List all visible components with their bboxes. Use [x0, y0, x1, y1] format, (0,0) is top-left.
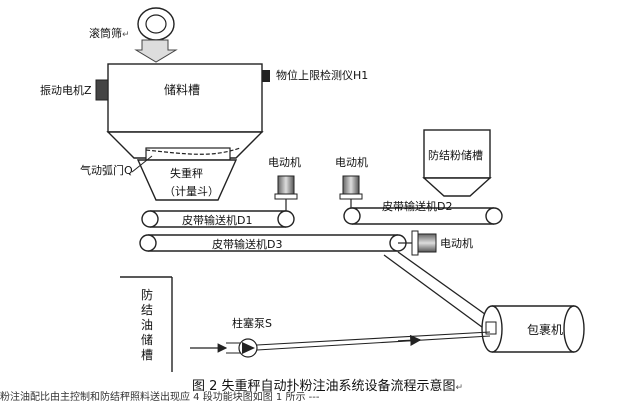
belt-conveyor-d2 — [343, 207, 503, 225]
belt-conveyor-d1 — [141, 210, 295, 228]
storage-tank — [95, 63, 270, 159]
wrapping-machine-label: 包裹机 — [527, 323, 564, 337]
pneumatic-gate-label: 气动弧门Q — [80, 164, 133, 177]
figure-caption: 图 2 失重秤自动扑粉注油系统设备流程示意图↵ — [192, 379, 464, 394]
drum-screen — [134, 7, 178, 63]
loss-in-weight-scale — [131, 147, 241, 201]
level-detector-label: 物位上限检测仪H1 — [276, 69, 369, 82]
oil-tank-label: 防结油储槽 — [140, 288, 153, 362]
plunger-pump-label: 柱塞泵S — [232, 317, 272, 330]
scale-label: 失重秤 — [170, 167, 203, 180]
footer-text-fragment: 粉注油配比由主控制和防结秤照料送出现应 4 段功能块图如图 1 所示 --- — [0, 392, 320, 403]
drum-screen-label: 滚筒筛↵ — [89, 27, 130, 40]
anti-caking-powder-tank — [422, 129, 492, 197]
powder-tank-label: 防结粉储槽 — [428, 149, 483, 162]
motor-2-label: 电动机 — [335, 156, 368, 169]
wrapping-machine — [481, 305, 585, 353]
motor-1-label: 电动机 — [268, 156, 301, 169]
inclined-conveyor — [383, 251, 497, 331]
anti-caking-oil-tank — [120, 276, 173, 372]
motor-1-icon — [274, 175, 298, 214]
storage-tank-label: 储料槽 — [164, 83, 201, 97]
belt-d1-label: 皮带输送机D1 — [182, 214, 253, 227]
motor-3-icon — [398, 230, 437, 256]
belt-d3-label: 皮带输送机D3 — [212, 238, 283, 251]
metering-hopper-label: （计量斗） — [164, 185, 219, 198]
vibration-motor-label: 振动电机Z — [40, 84, 92, 97]
oil-pipeline — [190, 331, 491, 358]
motor-3-label: 电动机 — [440, 237, 473, 250]
belt-d2-label: 皮带输送机D2 — [382, 200, 453, 213]
motor-2-icon — [339, 175, 363, 214]
